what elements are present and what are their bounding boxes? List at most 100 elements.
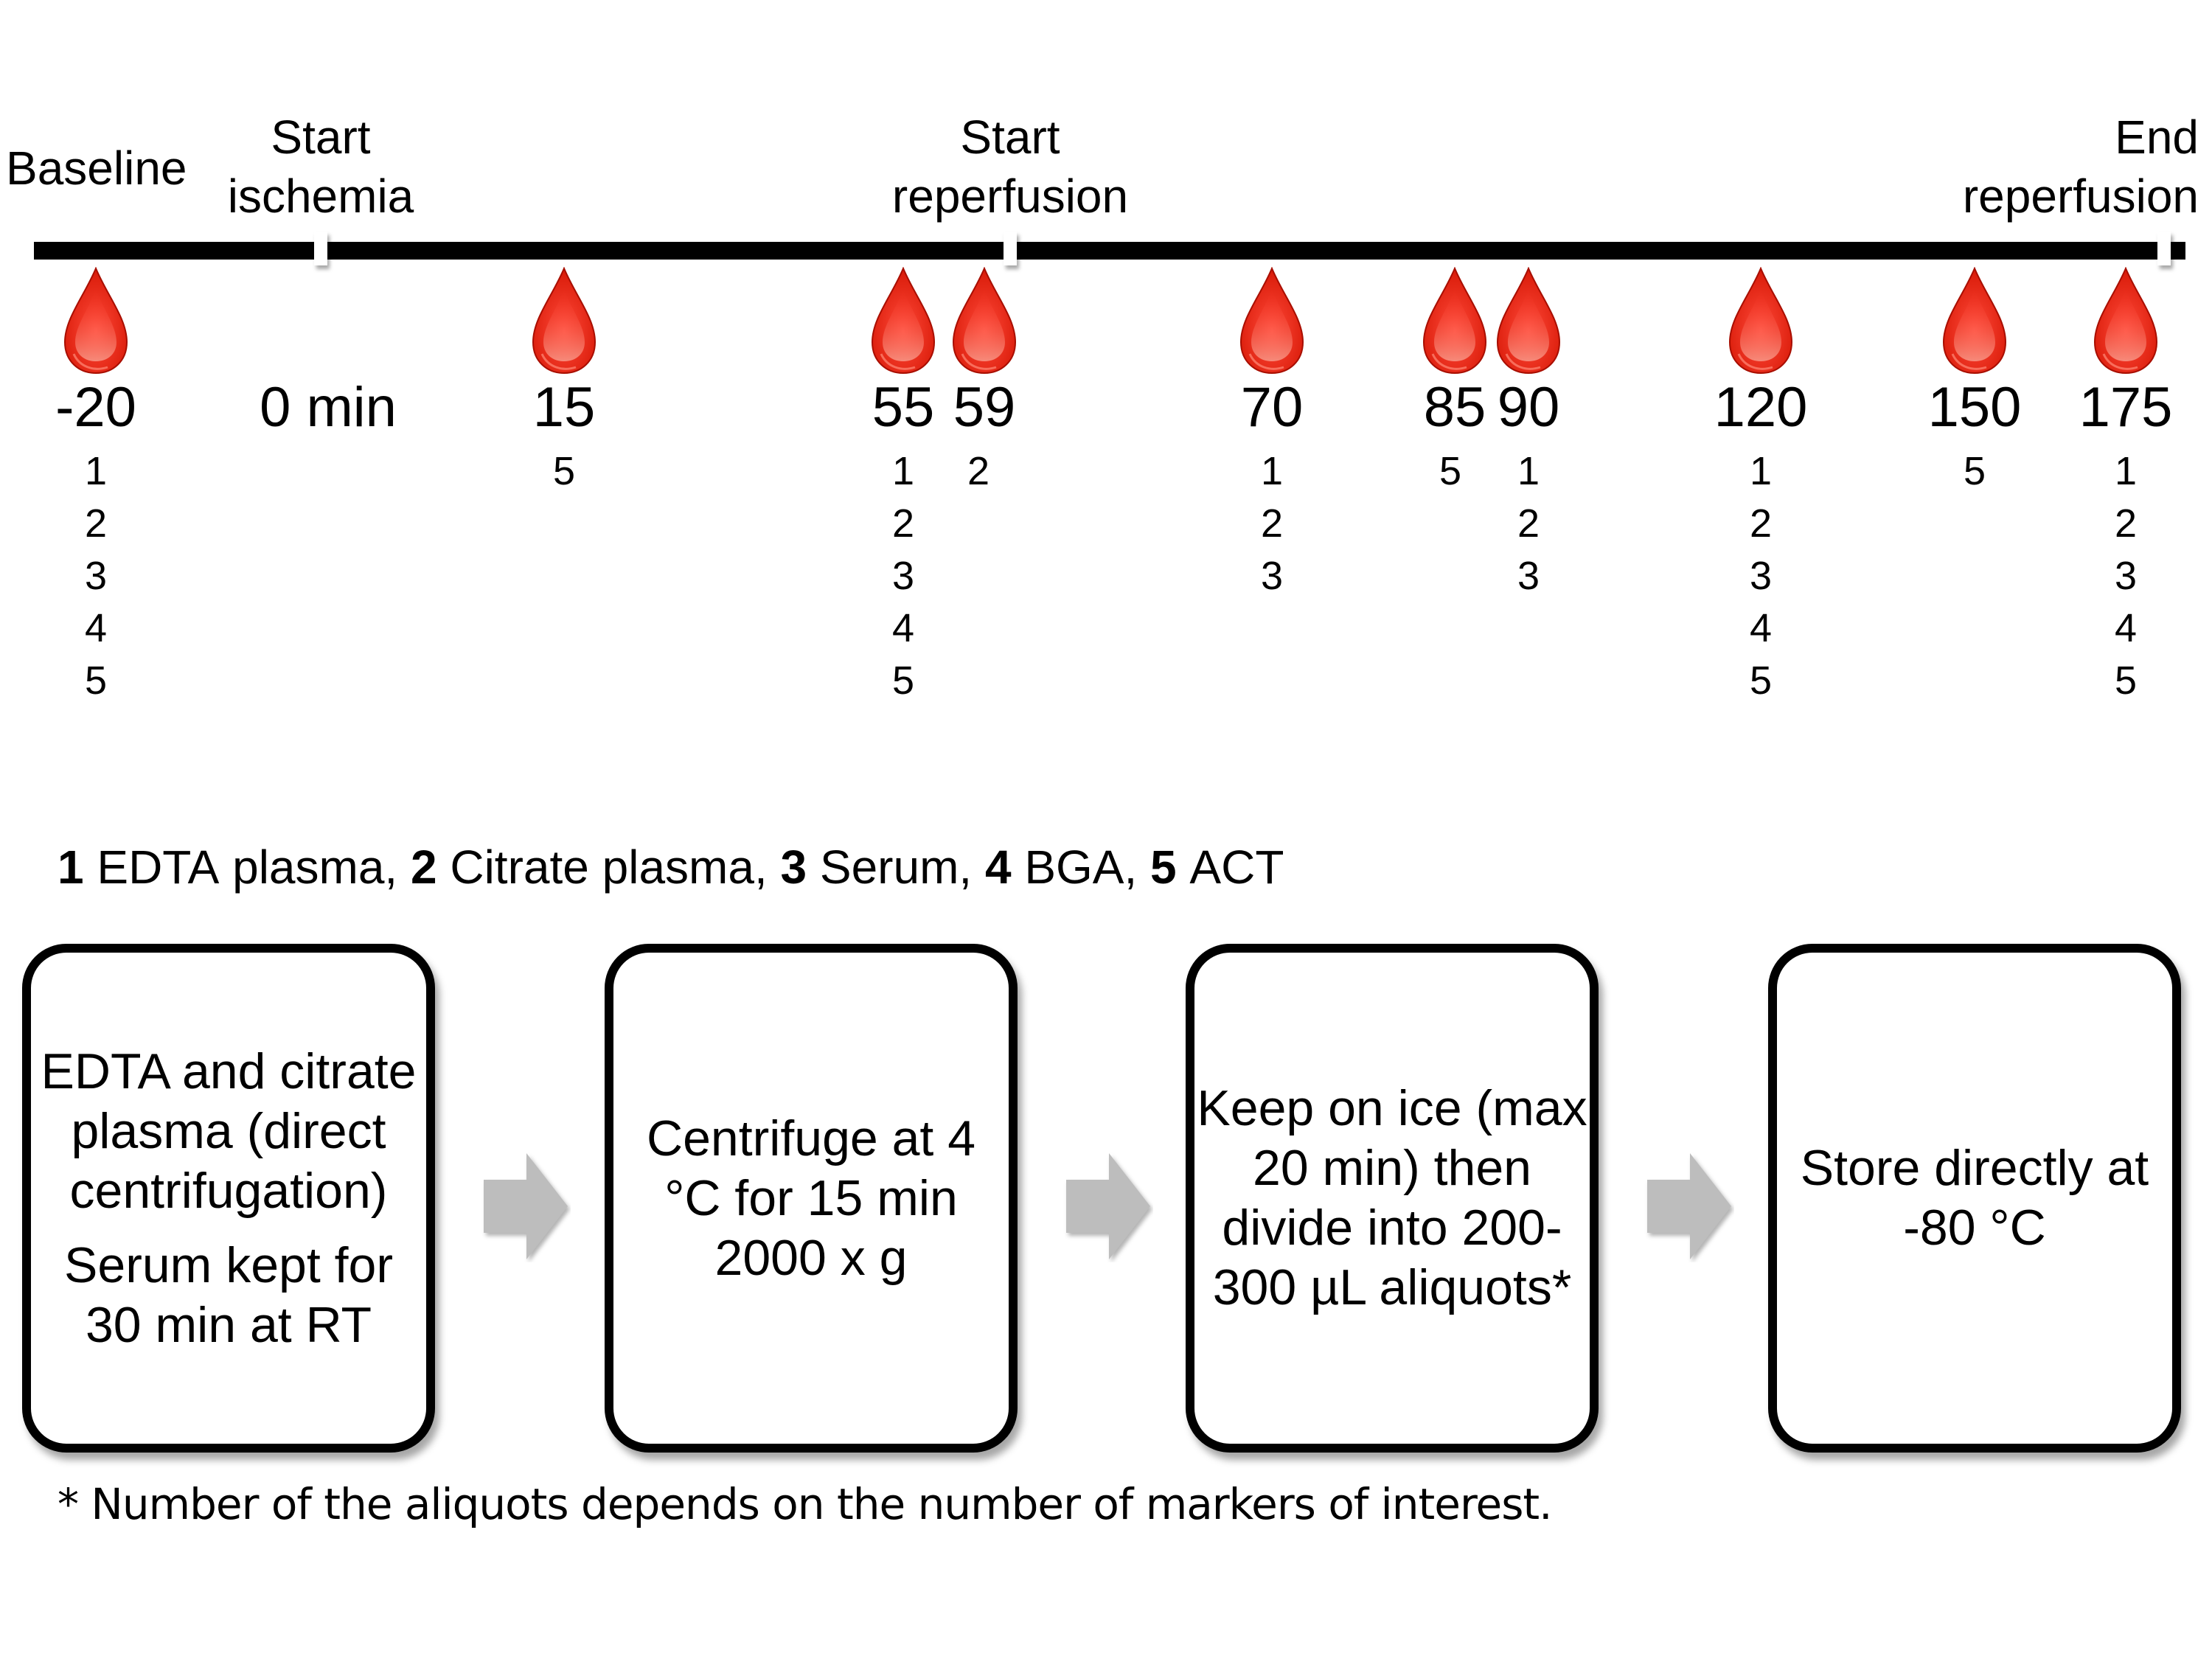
sample-number: 2 <box>2114 501 2138 546</box>
sample-number: 1 <box>84 449 108 493</box>
sample-list: 1 2 3 4 5 <box>2115 445 2137 707</box>
blood-drop-icon <box>1495 266 1562 375</box>
step-text: Serum kept for 30 min at RT <box>64 1237 393 1353</box>
phase-label-start-ischemia: Start ischemia <box>228 108 414 226</box>
sample-legend: 1 EDTA plasma, 2 Citrate plasma, 3 Serum… <box>58 838 1284 897</box>
blood-drop-icon <box>62 266 130 375</box>
sample-list: 1 2 3 <box>1261 445 1283 602</box>
sample-number: 1 <box>1749 449 1773 493</box>
sample-number: 5 <box>552 449 576 493</box>
sample-list: 1 2 3 4 5 <box>1750 445 1772 707</box>
sample-number: 2 <box>1749 501 1773 546</box>
legend-number: 1 <box>58 841 84 894</box>
sample-number: 2 <box>967 449 990 493</box>
step-text: Centrifuge at 4 °C for 15 min 2000 x g <box>646 1110 976 1286</box>
sample-list: 1 2 3 4 5 <box>892 445 914 707</box>
sample-number: 5 <box>2114 658 2138 703</box>
phase-label-line: Baseline <box>6 142 187 195</box>
step-text: Keep on ice (max 20 min) then divide int… <box>1197 1080 1587 1315</box>
legend-label: ACT <box>1176 841 1284 894</box>
phase-label-line: reperfusion <box>1962 170 2199 223</box>
sample-number: 1 <box>1517 449 1540 493</box>
phase-label-line: reperfusion <box>891 170 1129 223</box>
footnote: * Number of the aliquots depends on the … <box>58 1479 1553 1529</box>
blood-drop-icon <box>1421 266 1489 375</box>
sample-number: 2 <box>84 501 108 546</box>
step-text: Store directly at -80 °C <box>1800 1140 2149 1256</box>
sample-number: 3 <box>891 554 915 598</box>
sample-number: 1 <box>2114 449 2138 493</box>
blood-drop-icon <box>1238 266 1306 375</box>
sample-number: 5 <box>1749 658 1773 703</box>
legend-label: Citrate plasma, <box>437 841 781 894</box>
sample-number: 1 <box>891 449 915 493</box>
sample-number: 3 <box>1517 554 1540 598</box>
sample-list: 1 2 3 4 5 <box>85 445 107 707</box>
sample-number: 5 <box>1963 449 1986 493</box>
sample-list: 1 2 3 <box>1517 445 1540 602</box>
tick-start-ischemia <box>314 232 327 265</box>
process-step-box: Keep on ice (max 20 min) then divide int… <box>1186 944 1599 1453</box>
phase-label-line: Start <box>271 111 371 164</box>
timepoint-label: 55 <box>872 376 935 439</box>
timepoint-label: 85 <box>1423 376 1486 439</box>
sample-number: 2 <box>891 501 915 546</box>
tick-end-reperfusion <box>2157 232 2171 265</box>
sample-number: 3 <box>1749 554 1773 598</box>
blood-drop-icon <box>1941 266 2008 375</box>
right-arrow-icon <box>1062 1150 1153 1262</box>
legend-number: 4 <box>984 841 1012 894</box>
sample-number: 3 <box>1260 554 1284 598</box>
legend-number: 3 <box>780 841 807 894</box>
blood-drop-icon <box>530 266 598 375</box>
process-step-box: Centrifuge at 4 °C for 15 min 2000 x g <box>605 944 1018 1453</box>
sample-number: 1 <box>1260 449 1284 493</box>
phase-label-line: Start <box>960 111 1060 164</box>
right-arrow-icon <box>1643 1150 1734 1262</box>
sample-number: 4 <box>2114 606 2138 650</box>
phase-label-start-reperfusion: Start reperfusion <box>892 108 1128 226</box>
sample-number: 4 <box>1749 606 1773 650</box>
sample-number: 4 <box>84 606 108 650</box>
blood-drop-icon <box>950 266 1018 375</box>
sample-list: 5 <box>1964 445 1986 498</box>
sample-list: 2 <box>967 445 990 498</box>
sample-number: 5 <box>84 658 108 703</box>
timepoint-label: 59 <box>953 376 1016 439</box>
legend-number: 2 <box>410 841 437 894</box>
sample-number: 2 <box>1517 501 1540 546</box>
phase-label-baseline: Baseline <box>6 139 187 198</box>
timepoint-label: -20 <box>55 376 136 439</box>
tick-start-reperfusion <box>1004 232 1017 265</box>
timepoint-label: 175 <box>2079 376 2173 439</box>
timeline-bar <box>34 242 2185 260</box>
timepoint-label: 90 <box>1497 376 1560 439</box>
sample-number: 2 <box>1260 501 1284 546</box>
blood-drop-icon <box>1727 266 1795 375</box>
legend-label: EDTA plasma, <box>83 841 411 894</box>
timepoint-label: 70 <box>1240 376 1304 439</box>
sample-number: 3 <box>84 554 108 598</box>
timepoint-label: 120 <box>1714 376 1808 439</box>
phase-label-end-reperfusion: End reperfusion <box>1963 108 2199 226</box>
legend-label: Serum, <box>807 841 985 894</box>
timepoint-label: 150 <box>1927 376 2022 439</box>
phase-label-line: End <box>2115 111 2199 164</box>
blood-drop-icon <box>869 266 937 375</box>
right-arrow-icon <box>479 1150 571 1262</box>
process-step-box: EDTA and citrate plasma (direct centrifu… <box>22 944 435 1453</box>
sample-number: 4 <box>891 606 915 650</box>
sample-list: 5 <box>553 445 575 498</box>
zero-time-label: 0 min <box>260 376 397 439</box>
timepoint-label: 15 <box>532 376 596 439</box>
blood-drop-icon <box>2092 266 2160 375</box>
step-text: EDTA and citrate plasma (direct centrifu… <box>41 1043 417 1219</box>
sample-list: 5 <box>1439 445 1461 498</box>
sample-number: 5 <box>1439 449 1462 493</box>
legend-label: BGA, <box>1011 841 1151 894</box>
legend-number: 5 <box>1150 841 1177 894</box>
sample-number: 5 <box>891 658 915 703</box>
phase-label-line: ischemia <box>227 170 414 223</box>
process-step-box: Store directly at -80 °C <box>1768 944 2181 1453</box>
sample-number: 3 <box>2114 554 2138 598</box>
